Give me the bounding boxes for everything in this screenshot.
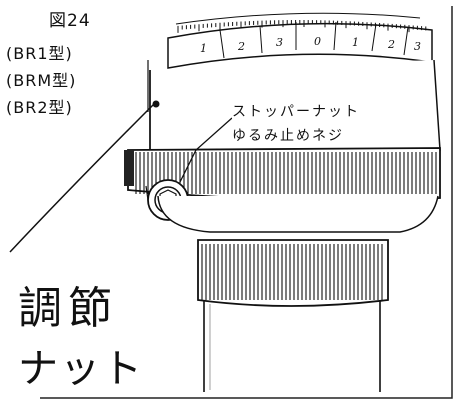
model-label-br2: (BR2型) [6, 98, 73, 117]
stopper-nut-label: ストッパーナット [232, 101, 360, 121]
adjust-nut [197, 239, 389, 307]
dial-scale: 1 2 3 0 1 2 3 [167, 12, 433, 69]
stopper-nut-ring [124, 147, 441, 202]
handwritten-adjust: 調節 [18, 283, 118, 334]
leader-dot [152, 100, 160, 108]
lower-body [157, 195, 439, 233]
dial-number: 0 [314, 35, 321, 48]
dial-number: 1 [352, 36, 359, 49]
model-label-br1: (BR1型) [6, 44, 73, 63]
lock-screw-label: ゆるみ止めネジ [232, 125, 344, 145]
handwritten-nut: ナット [18, 346, 144, 392]
dial-number: 3 [276, 36, 283, 49]
figure-number: 図24 [49, 11, 91, 31]
model-label-brm: (BRM型) [6, 71, 77, 90]
valve-stem [203, 300, 381, 392]
dial-number: 2 [387, 38, 395, 51]
callout-leader [179, 117, 233, 183]
dial-number: 3 [414, 40, 421, 53]
dial-number: 1 [200, 42, 207, 55]
dial-number: 2 [237, 40, 245, 53]
frame-border [40, 6, 453, 399]
handwritten-leader [9, 101, 157, 253]
